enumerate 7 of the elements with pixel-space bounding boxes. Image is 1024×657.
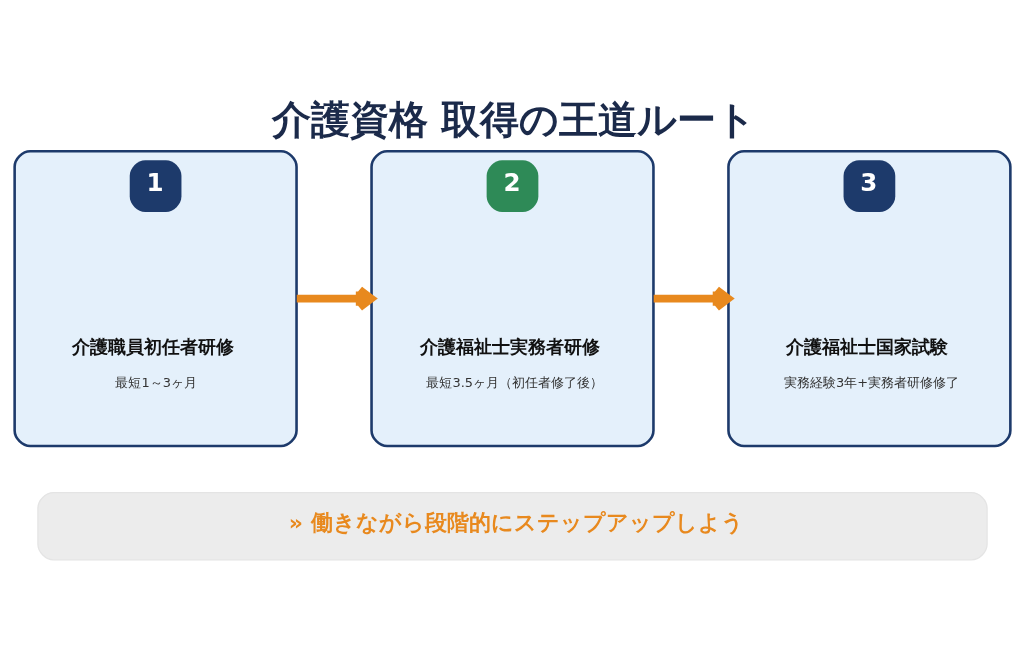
node-box: 2 介護福祉士実務者研修 最短3.5ヶ月（初任者修了後）: [369, 149, 655, 447]
arrow: [296, 285, 375, 311]
arrow: [653, 285, 732, 311]
diagram-title: 介護資格 取得の王道ルート: [271, 96, 756, 142]
node-box: 3 介護福祉士国家試験 実務経験3年+実務者研修修了: [726, 149, 1012, 447]
node-box: 1 介護職員初任者研修 最短1～3ヶ月: [12, 149, 298, 447]
node-box: » 働きながら段階的にステップアップしよう: [36, 491, 988, 560]
